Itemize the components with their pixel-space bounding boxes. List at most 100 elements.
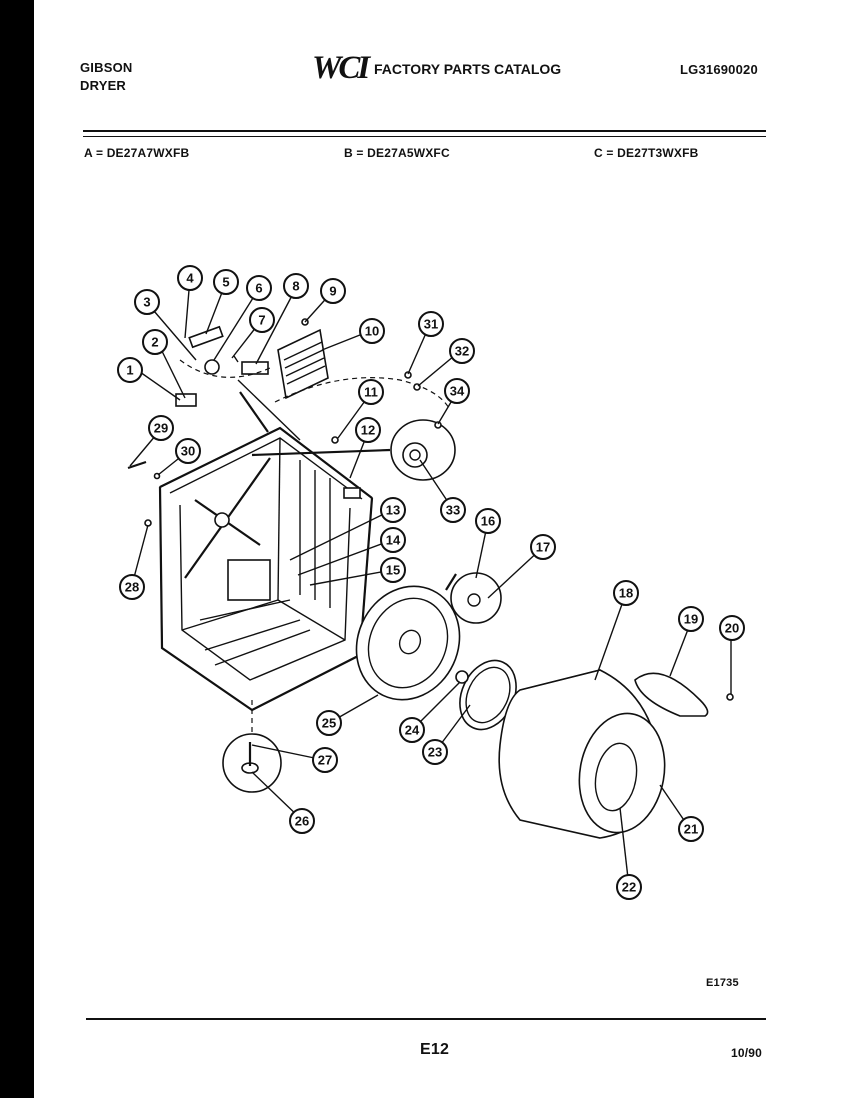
callout-23-label: 23 [428,745,442,760]
callout-14-label: 14 [386,533,401,548]
callout-20-bubble [719,615,745,641]
callout-7-bubble [249,307,275,333]
callout-5-label: 5 [222,275,229,290]
model-b: B = DE27A5WXFC [344,146,450,160]
callout-23-bubble [422,739,448,765]
page-number: E12 [420,1041,450,1058]
callout-26-label: 26 [295,814,309,829]
callout-27-bubble [312,747,338,773]
callout-6-bubble [246,275,272,301]
callout-12-bubble [355,417,381,443]
header-rule-bottom [83,136,766,137]
callout-6: 6 [246,275,272,301]
callout-28: 28 [119,574,145,600]
callout-18-label: 18 [619,586,633,601]
callout-18-bubble [613,580,639,606]
callout-17-label: 17 [536,540,550,555]
callout-11-label: 11 [364,385,378,400]
callout-31: 31 [418,311,444,337]
callout-19: 19 [678,606,704,632]
header-rule-top [83,130,766,132]
model-c: C = DE27T3WXFB [594,146,699,160]
callout-13: 13 [380,497,406,523]
cabinet-illustration [158,379,391,712]
callout-22: 22 [616,874,642,900]
callout-15-label: 15 [386,563,400,578]
lint-screen-illustration [274,328,451,411]
callout-3: 3 [134,289,160,315]
catalog-title: FACTORY PARTS CATALOG [374,61,562,77]
callout-1-bubble [117,357,143,383]
callout-24: 24 [399,717,425,743]
callout-13-bubble [380,497,406,523]
callout-6-label: 6 [255,281,262,296]
callout-33-bubble [440,497,466,523]
callout-16-label: 16 [481,514,495,529]
callout-8-label: 8 [292,279,299,294]
callout-19-bubble [678,606,704,632]
callout-20-label: 20 [725,621,739,636]
switch-parts-illustration [175,325,271,407]
callout-15: 15 [380,557,406,583]
model-a: A = DE27A7WXFB [84,146,190,160]
callout-4-bubble [177,265,203,291]
callout-23: 23 [422,739,448,765]
leveling-leg-illustration [222,700,282,793]
callout-34-label: 34 [450,384,465,399]
callout-7-label: 7 [258,313,265,328]
callout-28-label: 28 [125,580,139,595]
callout-4: 4 [177,265,203,291]
callout-5-bubble [213,269,239,295]
callout-11-bubble [358,379,384,405]
callout-21-label: 21 [684,822,698,837]
callout-28-bubble [119,574,145,600]
revision-date: 10/90 [731,1046,763,1060]
callout-25: 25 [316,710,342,736]
callout-29-bubble [148,415,174,441]
callout-1-label: 1 [126,363,133,378]
wci-logo: WCI [312,50,370,86]
catalog-number: LG31690020 [680,62,758,77]
callout-18: 18 [613,580,639,606]
callout-33-label: 33 [446,503,460,518]
callout-27-label: 27 [318,753,332,768]
callout-3-bubble [134,289,160,315]
callout-14: 14 [380,527,406,553]
callout-7: 7 [249,307,275,333]
seal-ring-illustration [455,659,517,731]
callout-9: 9 [320,278,346,304]
callout-25-label: 25 [322,716,336,731]
callout-34-bubble [444,378,470,404]
motor-illustration [390,419,456,481]
callout-3-label: 3 [143,295,150,310]
callout-34: 34 [444,378,470,404]
callout-32: 32 [449,338,475,364]
product-type: DRYER [80,78,127,93]
callout-10-bubble [359,318,385,344]
callout-1: 1 [117,357,143,383]
callout-8-bubble [283,273,309,299]
callout-2-bubble [142,329,168,355]
callout-22-label: 22 [622,880,636,895]
brand-name: GIBSON [80,60,133,75]
callout-13-label: 13 [386,503,400,518]
callout-17: 17 [530,534,556,560]
callout-10: 10 [359,318,385,344]
drum-illustration [498,669,666,839]
idler-pulley-illustration [445,572,502,624]
callout-25-bubble [316,710,342,736]
callout-12: 12 [355,417,381,443]
callout-30-label: 30 [181,444,195,459]
callout-24-label: 24 [405,723,420,738]
callout-31-label: 31 [424,317,438,332]
bulkhead-illustration [355,585,461,701]
callout-21: 21 [678,816,704,842]
figure-code: E1735 [706,977,739,989]
callout-4-label: 4 [186,271,194,286]
callout-2: 2 [142,329,168,355]
callout-33: 33 [440,497,466,523]
callout-21-bubble [678,816,704,842]
callout-32-label: 32 [455,344,469,359]
footer-rule [86,1018,766,1020]
